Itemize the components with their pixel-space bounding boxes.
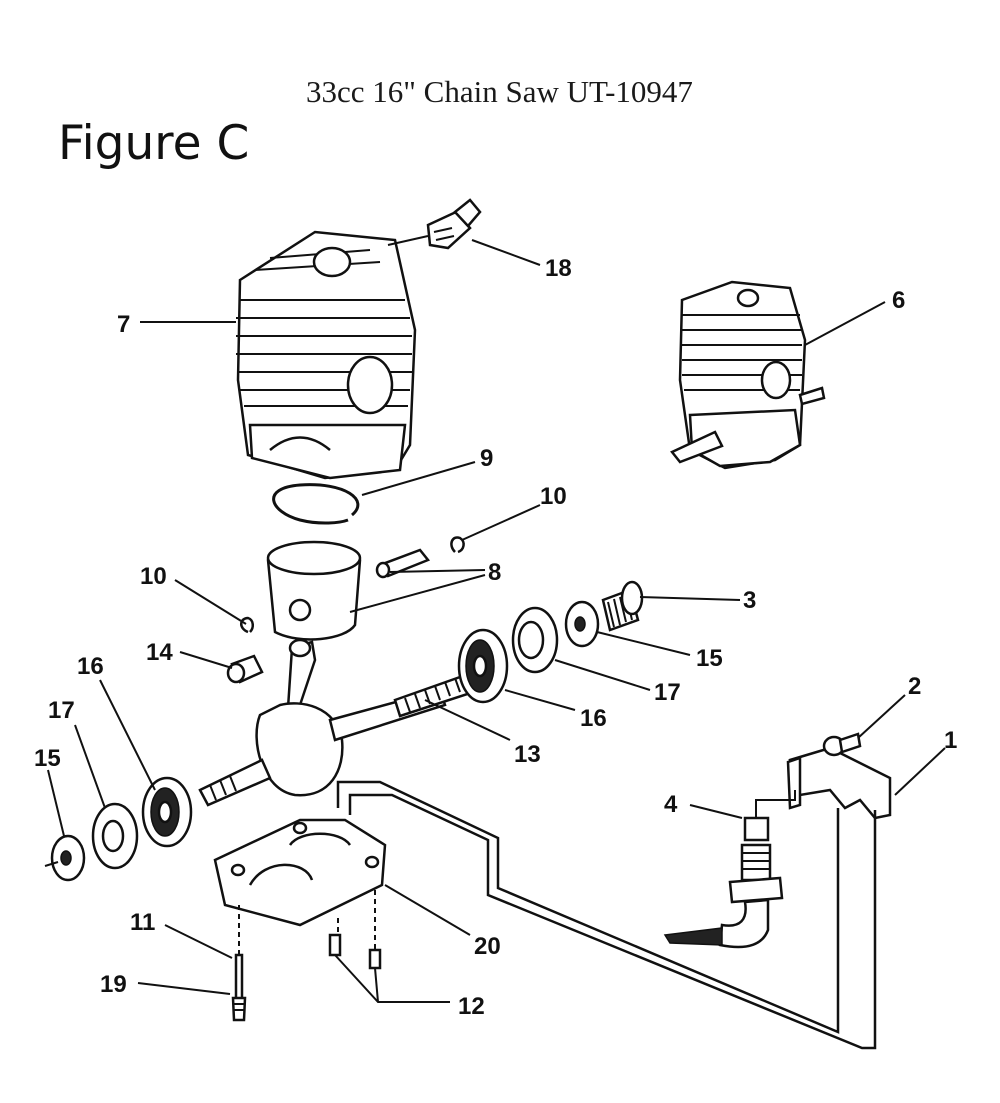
callout-17-left: 17 [48, 697, 75, 724]
callout-10-right: 10 [540, 483, 567, 510]
callout-16-right: 16 [580, 705, 607, 732]
bearing-right [457, 628, 509, 704]
piston [266, 540, 362, 641]
shaft-axis-line [44, 861, 59, 867]
callout-14: 14 [146, 639, 173, 666]
cylinder-large [236, 230, 417, 480]
crankcase-screws-12 [328, 933, 382, 970]
oil-seal-left [91, 802, 139, 870]
washer-left [50, 834, 86, 882]
callout-9: 9 [480, 445, 493, 472]
crankcase-screw-19 [231, 996, 247, 1022]
callout-10-left: 10 [140, 563, 167, 590]
callout-12: 12 [458, 993, 485, 1020]
routing-line-outer [348, 793, 877, 1050]
spark-plug [426, 198, 482, 250]
callout-15-left: 15 [34, 745, 61, 772]
callout-15-right: 15 [696, 645, 723, 672]
oil-seal-right [511, 606, 559, 674]
figure-title: Figure C [58, 116, 250, 171]
callout-8: 8 [488, 559, 501, 586]
diagram-subtitle: 33cc 16" Chain Saw UT-10947 [306, 74, 693, 109]
callout-17-right: 17 [654, 679, 681, 706]
piston-pin [375, 548, 431, 579]
piston-ring [272, 483, 360, 525]
engine-assembly [670, 280, 826, 470]
callout-1: 1 [944, 727, 957, 754]
piston-clip-left [240, 616, 254, 634]
bracket-bolt [822, 732, 862, 757]
callout-18: 18 [545, 255, 572, 282]
callout-4: 4 [664, 791, 678, 818]
callout-16-left: 16 [77, 653, 104, 680]
screw-axis-lines [238, 890, 376, 955]
fuel-hose [663, 816, 784, 949]
leader-lines [47, 235, 946, 1003]
callout-20: 20 [474, 933, 501, 960]
callout-3: 3 [743, 587, 756, 614]
callout-19: 19 [100, 971, 127, 998]
washer-right [564, 600, 600, 648]
callout-7: 7 [117, 311, 130, 338]
bearing-left [141, 776, 193, 848]
crankcase-screw-11 [234, 953, 244, 1002]
crankcase [213, 818, 387, 927]
callout-13: 13 [514, 741, 541, 768]
callout-11: 11 [130, 909, 155, 936]
callout-2: 2 [908, 673, 921, 700]
piston-clip-right [450, 536, 465, 554]
routing-line [336, 780, 840, 1034]
crankshaft [198, 638, 488, 807]
bracket [786, 746, 892, 820]
drive-gear [601, 580, 644, 632]
callout-6: 6 [892, 287, 905, 314]
needle-bearing [226, 654, 264, 684]
hose-bracket-line [755, 790, 796, 818]
